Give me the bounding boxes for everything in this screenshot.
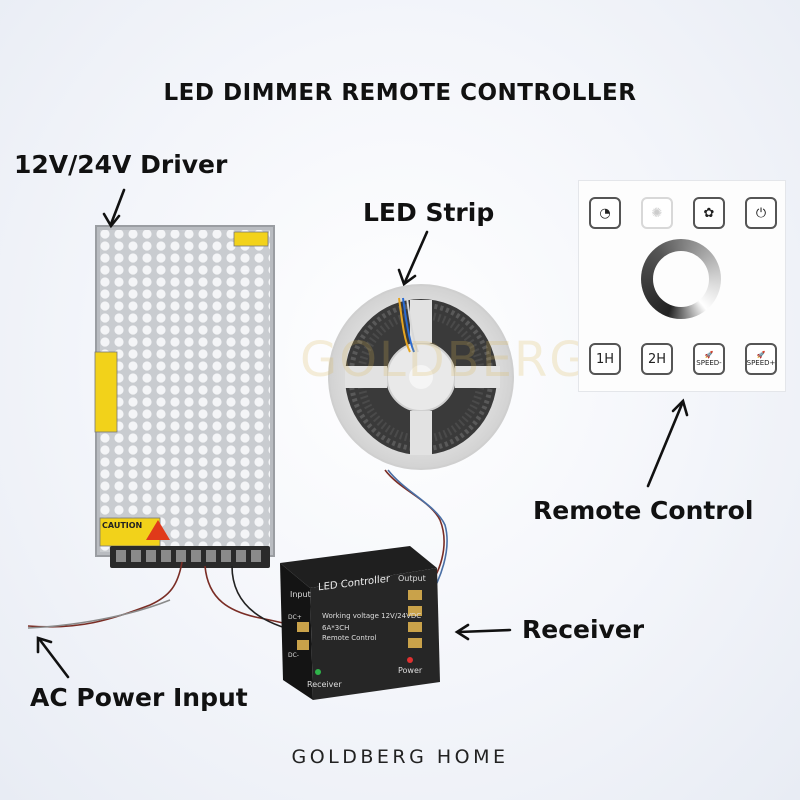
pointer-arrows: [36, 188, 689, 679]
controller-power-label: Power: [398, 666, 423, 675]
ac-power-arrow: [38, 638, 70, 679]
remote-control-label: Remote Control: [533, 496, 754, 525]
led-strip-arrow: [403, 230, 429, 284]
led-strip-label: LED Strip: [363, 198, 495, 227]
speed-down-label: SPEED-: [696, 359, 722, 367]
driver-arrow: [109, 188, 126, 226]
rocket-icon: 🚀: [704, 351, 714, 359]
mode-icon[interactable]: ✿: [693, 197, 725, 229]
dimmer-ring-center: [653, 251, 709, 307]
timer-icon[interactable]: ◔: [589, 197, 621, 229]
brand-footer: GOLDBERG HOME: [291, 746, 509, 768]
controller-dc-plus: DC+: [288, 614, 302, 621]
receiver-arrow: [457, 628, 512, 634]
driver-label: 12V/24V Driver: [14, 150, 228, 179]
speed-down-button[interactable]: 🚀 SPEED-: [693, 343, 725, 375]
remote-control-panel: ◔ ✺ ✿ ⏻ 1H 2H 🚀 SPEED- 🚀 SPEED+: [578, 180, 786, 392]
timer-2h-button[interactable]: 2H: [641, 343, 673, 375]
receiver-label: Receiver: [522, 615, 645, 644]
diagram-title: LED DIMMER REMOTE CONTROLLER: [163, 80, 637, 106]
rocket-icon: 🚀: [756, 351, 766, 359]
power-supply-driver: [94, 225, 275, 568]
controller-spec-1: Working voltage 12V/24VDC: [322, 612, 422, 620]
controller-dc-minus: DC-: [288, 652, 299, 659]
ac-power-input-label: AC Power Input: [30, 683, 248, 712]
driver-caution-label: CAUTION: [102, 521, 143, 530]
remote-control-arrow: [646, 402, 684, 488]
controller-spec-3: Remote Control: [322, 634, 377, 642]
controller-input-label: Input: [290, 590, 311, 599]
power-icon[interactable]: ⏻: [745, 197, 777, 229]
controller-output-label: Output: [398, 574, 426, 583]
controller-receiver-label: Receiver: [307, 680, 342, 689]
brightness-icon[interactable]: ✺: [641, 197, 673, 229]
speed-up-button[interactable]: 🚀 SPEED+: [745, 343, 777, 375]
controller-spec-2: 6A*3CH: [322, 624, 350, 632]
speed-up-label: SPEED+: [746, 359, 776, 367]
timer-1h-button[interactable]: 1H: [589, 343, 621, 375]
led-strip-reel: [328, 284, 514, 470]
receiver-controller-box: [280, 546, 440, 700]
